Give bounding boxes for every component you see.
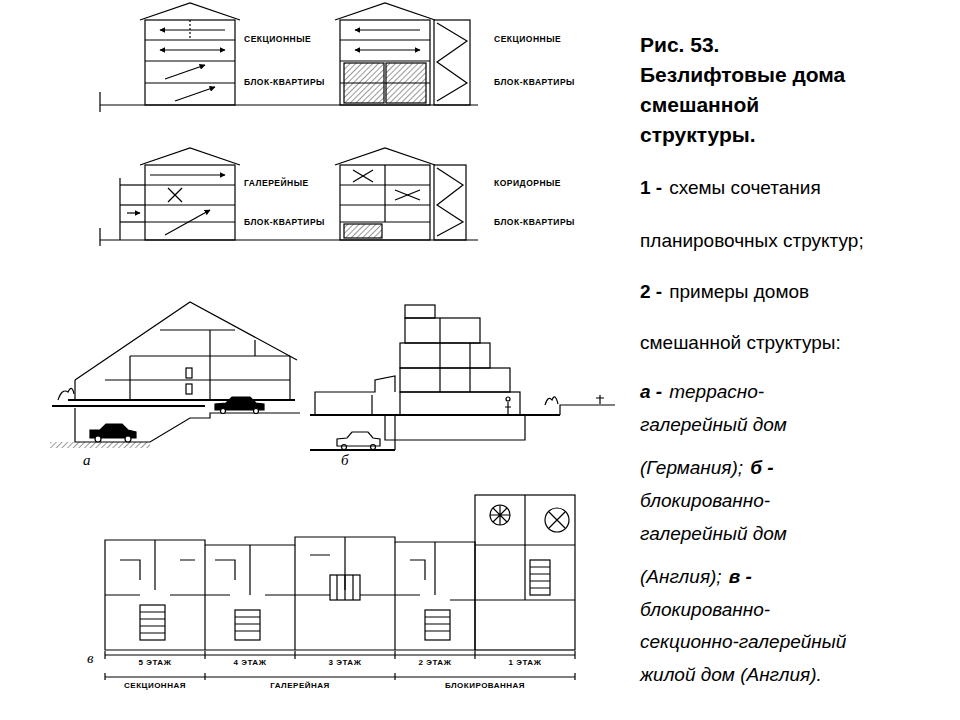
caption-text: секционно-галерейный xyxy=(640,631,846,653)
caption-text: блокированно- xyxy=(640,599,770,621)
scheme-label: КОРИДОРНЫЕ xyxy=(493,179,562,188)
scheme-label: ГАЛЕРЕЙНЫЕ xyxy=(243,179,310,188)
caption-marker: б - xyxy=(750,457,773,479)
caption-marker: 2 - xyxy=(640,281,662,303)
caption-text: смешанной структуры: xyxy=(640,332,841,354)
caption-marker: 1 - xyxy=(640,177,662,199)
caption-text: примеры домов xyxy=(669,281,809,303)
caption-line: а - террасно- xyxy=(640,381,764,403)
gallery-house-section xyxy=(310,305,615,450)
caption-line: (Германия); б - xyxy=(640,457,774,479)
drawing-letter: а xyxy=(82,452,92,469)
caption-line: секционно-галерейный xyxy=(640,631,846,653)
caption-line: галерейный дом xyxy=(640,523,787,545)
caption-text: планировочных структур; xyxy=(640,230,864,252)
caption-line: (Англия); в - xyxy=(640,566,752,588)
floor-label: 5 ЭТАЖ xyxy=(138,659,173,668)
caption-text: жилой дом (Англия). xyxy=(640,664,822,686)
scheme-label: БЛОК-КВАРТИРЫ xyxy=(243,78,326,87)
scheme-label: СЕКЦИОННЫЕ xyxy=(243,35,312,44)
scheme-row-2 xyxy=(100,148,478,246)
caption-marker: а - xyxy=(640,381,662,403)
caption-text: схемы сочетания xyxy=(669,177,821,199)
caption-line: галерейный дом xyxy=(640,414,787,436)
scheme-row-1 xyxy=(100,3,478,112)
scheme-label: СЕКЦИОННЫЕ xyxy=(493,35,562,44)
caption-line: смешанной структуры: xyxy=(640,332,841,354)
scheme-label: БЛОК-КВАРТИРЫ xyxy=(493,218,576,227)
terrace-house-section xyxy=(50,302,300,448)
caption-line: жилой дом (Англия). xyxy=(640,664,822,686)
structure-label: БЛОКИРОВАННАЯ xyxy=(444,682,526,691)
caption-text: террасно- xyxy=(669,381,764,403)
structure-label: ГАЛЕРЕЙНАЯ xyxy=(269,682,331,691)
block-section-gallery-plan xyxy=(105,495,575,680)
figure-heading: Безлифтовые дома смешанной структуры. xyxy=(640,60,855,150)
caption-text: (Англия); xyxy=(640,566,722,588)
caption-text: галерейный дом xyxy=(640,523,787,545)
drawing-letter: в xyxy=(86,650,95,667)
floor-label: 4 ЭТАЖ xyxy=(233,659,268,668)
floor-label: 2 ЭТАЖ xyxy=(418,659,453,668)
figure-title: Рис. 53. xyxy=(640,30,719,60)
caption-line: блокированно- xyxy=(640,490,770,512)
floor-label: 3 ЭТАЖ xyxy=(328,659,363,668)
floor-label: 1 ЭТАЖ xyxy=(508,659,543,668)
scheme-label: БЛОК-КВАРТИРЫ xyxy=(243,218,326,227)
caption-line: 1 - схемы сочетания xyxy=(640,177,821,199)
caption-marker: в - xyxy=(729,566,752,588)
drawing-letter: б xyxy=(340,452,350,469)
caption-line: блокированно- xyxy=(640,599,770,621)
structure-label: СЕКЦИОННАЯ xyxy=(123,682,187,691)
scheme-label: БЛОК-КВАРТИРЫ xyxy=(493,78,576,87)
caption-line: 2 - примеры домов xyxy=(640,281,809,303)
caption-text: (Германия); xyxy=(640,457,743,479)
caption-text: блокированно- xyxy=(640,490,770,512)
caption-text: галерейный дом xyxy=(640,414,787,436)
caption-line: планировочных структур; xyxy=(640,230,864,252)
